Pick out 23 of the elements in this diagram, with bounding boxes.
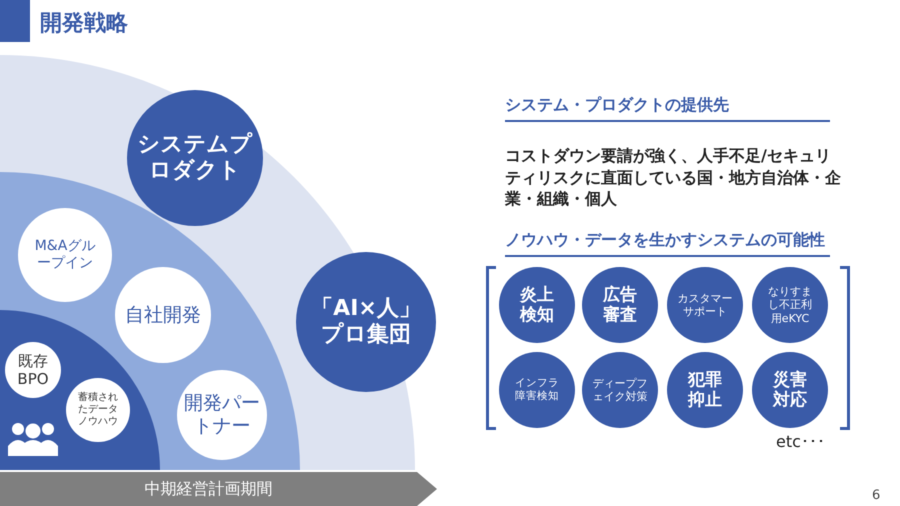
node-text: システムプロダクト [136,132,254,184]
node-text: 開発パートナー [183,392,261,438]
section-heading: ノウハウ・データを生かすシステムの可能性 [505,230,830,257]
node-text: 炎上検知 [518,284,555,326]
node-text: なりすまし不正利用eKYC [767,285,813,325]
node-text: 「AI×人」プロ集団 [310,296,422,348]
node-text: 自社開発 [124,304,202,326]
node-text: 災害対応 [772,370,808,410]
node-text: 広告審査 [602,284,638,326]
node-text: カスタマーサポート [676,292,734,318]
node-text: M&Aグループイン [34,238,96,272]
body-text: コストダウン要請が強く、人手不足/セキュリティリスクに直面している国・地方自治体・企業・組織・個人 [505,145,842,210]
slide-title: 開発戦略 [40,10,128,38]
node-text: 既存BPO [16,352,50,388]
chevron-arrow-bar [0,472,437,506]
section-heading: システム・プロダクトの提供先 [505,95,830,122]
note-text: etc･･･ [776,432,825,451]
node-text: 犯罪抑止 [686,370,723,410]
node-text: ディープフェイク対策 [592,376,648,404]
node-text: 中期経営計画期間 [144,478,274,500]
node-text: インフラ障害検知 [514,377,560,403]
page-number: 6 [872,488,880,503]
node-text: 蓄積されたデータノウハウ [77,392,119,428]
